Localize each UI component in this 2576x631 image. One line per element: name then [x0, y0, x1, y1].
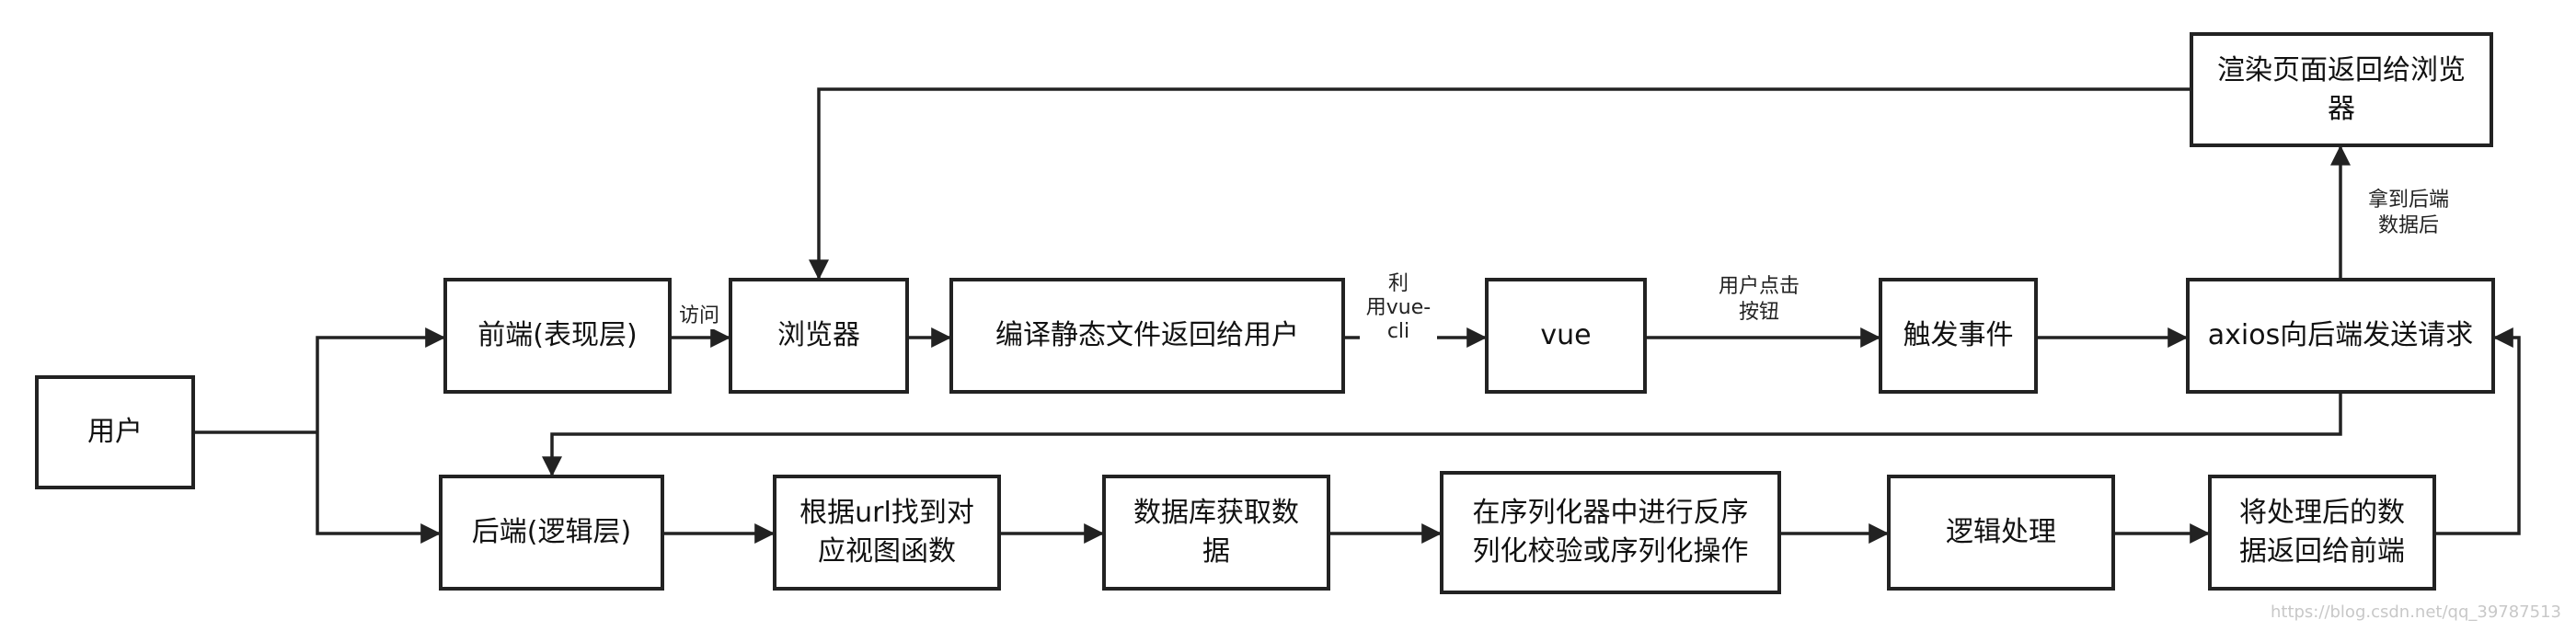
node-axios-label: axios向后端发送请求 [2207, 319, 2474, 351]
edge-label-got-data-line1: 拿到后端 [2367, 189, 2449, 212]
edge-label-visit-text: 访问 [679, 304, 720, 327]
node-backend-label: 后端(逻辑层) [471, 516, 632, 548]
edge-user-to-backend [316, 432, 442, 544]
node-return-label-line1: 将处理后的数 [2239, 497, 2405, 529]
node-serializer-label-line2: 列化校验或序列化操作 [1472, 535, 1749, 568]
node-url-label-line2: 应视图函数 [818, 535, 956, 568]
edge-label-use-vue: 利 用vue- cli [1360, 272, 1437, 344]
node-browser-label: 浏览器 [777, 319, 860, 351]
node-axios: axios向后端发送请求 [2186, 278, 2495, 394]
node-render: 渲染页面返回给浏览 器 [2190, 32, 2493, 147]
node-render-label-line2: 器 [2328, 92, 2355, 125]
edge-label-use-vue-line3: cli [1386, 320, 1410, 343]
edge-return-to-axios [2436, 327, 2521, 535]
node-vue-label: vue [1540, 319, 1592, 351]
node-url: 根据url找到对 应视图函数 [773, 475, 1001, 591]
edge-label-use-vue-line2: 用vue- [1365, 296, 1432, 319]
node-compile: 编译静态文件返回给用户 [949, 278, 1345, 394]
node-url-label-line1: 根据url找到对 [799, 497, 974, 529]
edge-label-click-line1: 用户点击 [1718, 275, 1800, 298]
node-user: 用户 [35, 375, 195, 489]
node-logic-label: 逻辑处理 [1946, 516, 2056, 548]
edge-label-got-data: 拿到后端 数据后 [2363, 188, 2455, 239]
node-user-label: 用户 [87, 416, 143, 448]
node-frontend: 前端(表现层) [443, 278, 672, 394]
edge-label-visit: 访问 [679, 304, 720, 329]
node-serializer-label-line1: 在序列化器中进行反序 [1472, 497, 1749, 529]
node-vue: vue [1485, 278, 1647, 394]
node-render-label-line1: 渲染页面返回给浏览 [2217, 53, 2466, 86]
node-compile-label: 编译静态文件返回给用户 [995, 319, 1299, 351]
node-return: 将处理后的数 据返回给前端 [2208, 475, 2436, 591]
node-backend: 后端(逻辑层) [439, 475, 664, 591]
node-trigger-label: 触发事件 [1903, 319, 2014, 351]
node-trigger: 触发事件 [1879, 278, 2038, 394]
edge-label-got-data-line2: 数据后 [2377, 214, 2439, 237]
node-db-label-line1: 数据库获取数 [1133, 497, 1299, 529]
edge-label-click-line2: 按钮 [1738, 301, 1779, 324]
node-browser: 浏览器 [729, 278, 909, 394]
edge-axios-to-backend [542, 394, 2342, 477]
watermark: https://blog.csdn.net/qq_39787513 [2270, 602, 2561, 622]
node-db-label-line2: 据 [1202, 535, 1230, 568]
edge-user-to-frontend [316, 327, 446, 432]
node-return-label-line2: 据返回给前端 [2239, 535, 2405, 568]
edge-render-to-browser [809, 87, 2190, 281]
node-frontend-label: 前端(表现层) [477, 319, 638, 351]
node-logic: 逻辑处理 [1887, 475, 2115, 591]
node-db: 数据库获取数 据 [1102, 475, 1330, 591]
edge-label-use-vue-line1: 利 [1387, 272, 1409, 295]
node-serializer: 在序列化器中进行反序 列化校验或序列化操作 [1440, 471, 1781, 594]
edge-label-click: 用户点击 按钮 [1709, 274, 1809, 326]
